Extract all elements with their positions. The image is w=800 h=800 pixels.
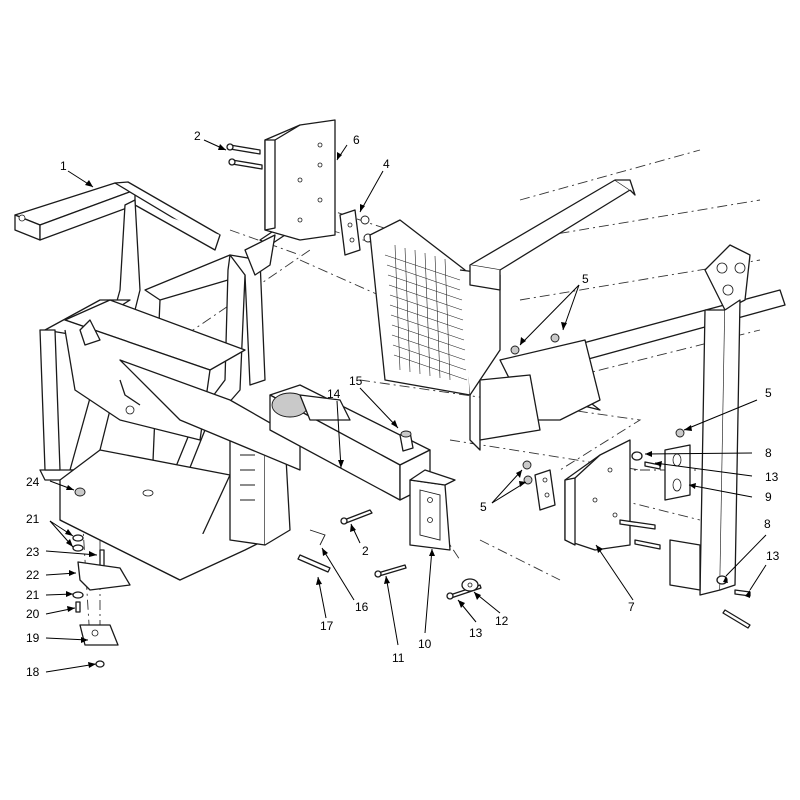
callout-8-upper: 8: [765, 446, 772, 460]
rear-frame-rails: [469, 179, 786, 441]
callout-16: 16: [355, 600, 369, 614]
callout-1: 1: [60, 159, 67, 173]
callout-15: 15: [349, 374, 363, 388]
callout-13-upper: 13: [765, 470, 779, 484]
bracket-plate-4: [339, 209, 373, 256]
callout-5-upper: 5: [582, 272, 589, 286]
callout-23: 23: [26, 545, 40, 559]
callout-12: 12: [495, 614, 509, 628]
callout-24: 24: [26, 475, 40, 489]
callout-5-middle: 5: [480, 500, 487, 514]
callout-11: 11: [392, 651, 405, 665]
callout-20: 20: [26, 607, 40, 621]
callout-13-lower: 13: [469, 626, 483, 640]
callout-14: 14: [327, 387, 341, 401]
main-frame: [14, 181, 301, 581]
mount-bracket-6: [264, 119, 336, 241]
callout-19: 19: [26, 631, 40, 645]
callout-9: 9: [765, 490, 772, 504]
callout-5-right: 5: [765, 386, 772, 400]
callout-2-top: 2: [194, 129, 201, 143]
callout-labels: 1 2 6 4 5 15 14 5 8 13 9 5 24 21 23 22 2…: [26, 129, 780, 679]
bracket-7: [564, 439, 631, 551]
callout-7: 7: [628, 600, 635, 614]
upright-plate: [409, 469, 456, 551]
callout-18: 18: [26, 665, 40, 679]
callout-10: 10: [418, 637, 432, 651]
callout-13-right: 13: [766, 549, 780, 563]
hardware: [72, 143, 751, 668]
callout-8-lower: 8: [764, 517, 771, 531]
callout-4: 4: [383, 157, 390, 171]
callout-leaders: [45, 139, 767, 673]
rear-upright: [669, 244, 751, 596]
callout-22: 22: [26, 568, 40, 582]
bracket-plate-5: [534, 469, 556, 511]
callout-6: 6: [353, 133, 360, 147]
callout-2-middle: 2: [362, 544, 369, 558]
callout-21-lower: 21: [26, 588, 40, 602]
cross-tube: [269, 384, 431, 501]
radiator-screen: [369, 219, 501, 451]
link-plate-9: [664, 444, 691, 501]
callout-21-upper: 21: [26, 512, 40, 526]
callout-17: 17: [320, 619, 334, 633]
